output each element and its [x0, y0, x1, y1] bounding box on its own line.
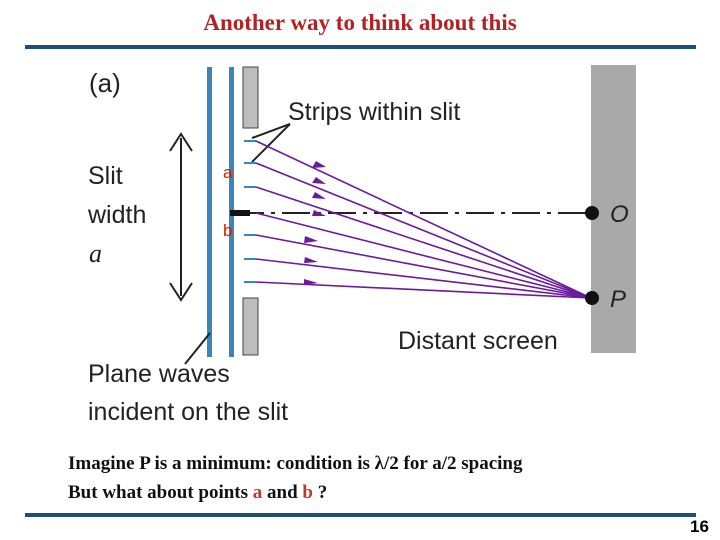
ray-1	[255, 140, 592, 299]
slit-width-symbol: a	[89, 239, 102, 268]
point-o-label: O	[610, 201, 629, 228]
caption-line-2-mid: and	[262, 482, 303, 503]
ray-3	[255, 186, 592, 299]
caption-line-1: Imagine P is a minimum: condition is λ/2…	[68, 453, 523, 474]
waves-pointer	[184, 332, 211, 365]
point-p-dot	[585, 291, 599, 305]
page-number: 16	[690, 517, 709, 536]
distant-screen	[591, 65, 636, 353]
top-divider	[25, 45, 696, 49]
ray-arrowhead-6	[304, 257, 318, 263]
panel-label: (a)	[89, 68, 121, 98]
slit-barrier-top	[242, 66, 259, 129]
screen-label: Distant screen	[398, 327, 558, 355]
slit-width-label-line2: width	[87, 201, 146, 229]
slit-width-arrowhead-top	[169, 132, 193, 152]
caption-line-2-pre: But what about points	[68, 482, 253, 503]
slit-width-label-line1: Slit	[88, 162, 123, 190]
point-o-dot	[585, 206, 599, 220]
caption-point-a: a	[252, 482, 263, 503]
ray-arrowhead-4	[312, 210, 326, 216]
slit-width-arrowhead-bottom	[169, 282, 193, 302]
slide-title: Another way to think about this	[203, 10, 517, 35]
ray-arrowhead-5	[304, 236, 318, 243]
point-a-label: a	[223, 163, 233, 182]
caption-point-b: b	[302, 482, 313, 503]
strips-label: Strips within slit	[288, 98, 460, 126]
slit-barrier-bottom	[242, 297, 259, 356]
bottom-divider	[25, 513, 696, 517]
ray-arrowhead-7	[304, 279, 318, 285]
caption-line-2: But what about points a and b ?	[68, 482, 327, 504]
waves-label-line2: incident on the slit	[88, 398, 288, 426]
ray-2	[255, 162, 592, 299]
caption-line-2-post: ?	[313, 482, 328, 503]
ray-arrowhead-1	[312, 161, 326, 168]
point-p-label: P	[610, 286, 626, 313]
ray-arrowhead-2	[312, 177, 326, 184]
waves-label-line1: Plane waves	[88, 360, 230, 388]
ray-6	[255, 258, 592, 299]
single-slit-diagram: (a) Strips within slit Slit width a a b …	[87, 65, 636, 426]
wavefront-1	[207, 67, 212, 357]
strips-pointer-1	[251, 123, 291, 139]
strips-pointer-2	[251, 123, 291, 163]
ray-7	[255, 281, 592, 299]
ray-4	[255, 212, 592, 299]
point-b-label: b	[223, 221, 232, 240]
ray-5	[255, 234, 592, 299]
slit-center-marker	[230, 210, 250, 216]
ray-arrowhead-3	[312, 192, 326, 199]
